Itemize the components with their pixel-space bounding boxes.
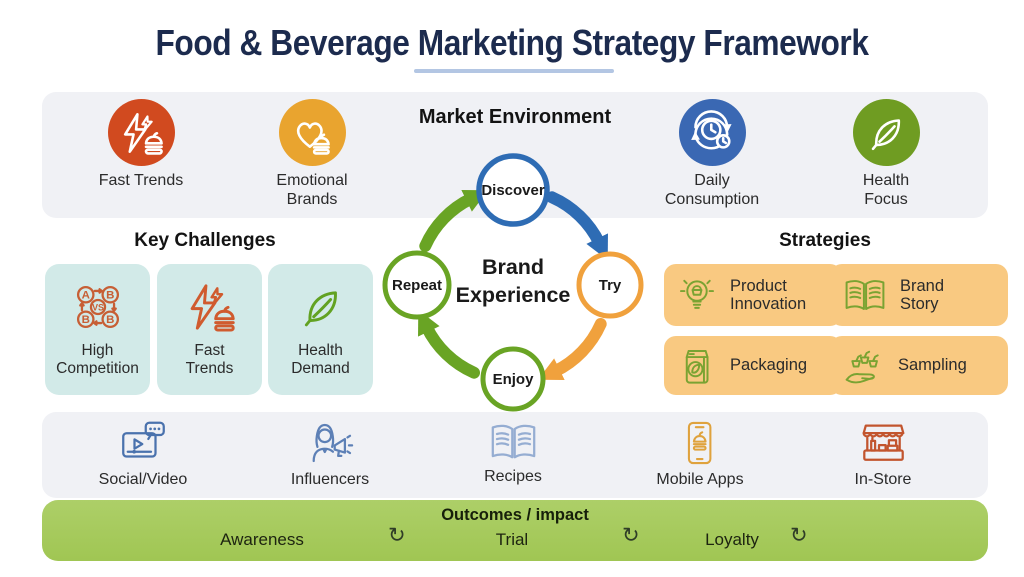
recipes-icon xyxy=(491,424,535,459)
challenge-label: High Competition xyxy=(56,341,139,377)
page-title: Food & Beverage Marketing Strategy Frame… xyxy=(155,22,869,63)
market-item-label: Daily Consumption xyxy=(664,172,760,208)
market-item-label: Emotional Brands xyxy=(276,172,348,208)
channel-social-video: Social/Video xyxy=(73,419,213,490)
health-focus-icon xyxy=(852,99,920,166)
influencers-icon xyxy=(312,423,353,463)
health-demand-icon xyxy=(304,291,337,327)
strategy-label: Product Innovation xyxy=(730,276,807,313)
outcome-awareness: Awareness xyxy=(220,530,304,549)
challenge-health-demand: Health Demand xyxy=(268,264,373,395)
channel-label: Mobile Apps xyxy=(656,471,744,488)
packaging-icon xyxy=(685,349,709,384)
high-competition-icon: A B B BVS xyxy=(76,285,119,328)
strategy-sampling: Sampling xyxy=(830,336,1008,395)
svg-text:B: B xyxy=(106,289,114,301)
challenge-label: Fast Trends xyxy=(185,341,234,377)
market-environment-heading: Market Environment xyxy=(418,106,612,128)
outcome-trial: Trial xyxy=(495,530,529,549)
market-item-label: Health Focus xyxy=(862,172,910,208)
svg-text:A: A xyxy=(81,289,89,301)
arrow-enjoy-to-repeat xyxy=(418,309,480,379)
market-item-daily-consumption: Daily Consumption xyxy=(657,99,767,210)
cycle-node-enjoy xyxy=(480,346,546,412)
cycle-node-label: Discover xyxy=(481,182,545,199)
refresh-icon: ↻ xyxy=(388,523,406,547)
strategy-brand-story: Brand Story xyxy=(830,264,1008,326)
market-item-fast-trends: Fast Trends xyxy=(86,99,196,191)
channel-in-store: In-Store xyxy=(813,419,953,490)
daily-consumption-icon xyxy=(678,99,746,166)
fast-trends-icon xyxy=(107,99,175,166)
brand-experience-label: Brand Experience xyxy=(455,255,571,307)
strategy-label: Sampling xyxy=(898,356,967,375)
arrow-discover-to-try xyxy=(546,191,608,261)
cycle-node-repeat xyxy=(382,250,452,320)
cycle-node-label: Enjoy xyxy=(493,371,534,388)
strategy-product-innovation: Product Innovation xyxy=(664,264,842,326)
cycle-node-discover xyxy=(476,153,550,227)
strategy-label: Packaging xyxy=(730,356,808,375)
market-item-emotional-brands: Emotional Brands xyxy=(257,99,367,210)
svg-text:B: B xyxy=(106,314,114,326)
product-innovation-icon xyxy=(680,279,714,309)
channel-label: Recipes xyxy=(484,468,542,485)
in-store-icon xyxy=(862,424,904,461)
cycle-node-try xyxy=(576,251,644,319)
brand-story-icon xyxy=(845,280,885,310)
channel-label: In-Store xyxy=(854,471,912,488)
emotional-brands-icon xyxy=(278,99,346,166)
brand-experience-cycle: Discover Try Enjoy Repeat xyxy=(382,153,644,412)
channel-label: Influencers xyxy=(290,471,370,488)
strategy-label: Brand Story xyxy=(900,276,945,313)
market-item-label: Fast Trends xyxy=(98,172,184,189)
channel-label: Social/Video xyxy=(98,471,188,488)
channel-mobile-apps: Mobile Apps xyxy=(630,419,770,490)
channel-recipes: Recipes xyxy=(443,419,583,487)
challenge-fast-trends: Fast Trends xyxy=(157,264,262,395)
channel-influencers: Influencers xyxy=(260,419,400,490)
arrow-try-to-enjoy xyxy=(537,318,607,380)
market-item-health-focus: Health Focus xyxy=(831,99,941,210)
strategy-packaging: Packaging xyxy=(664,336,842,395)
outcome-loyalty: Loyalty xyxy=(705,530,759,549)
challenge-label: Health Demand xyxy=(291,341,350,377)
cycle-node-label: Try xyxy=(599,277,622,294)
arrow-repeat-to-discover xyxy=(419,190,489,252)
sampling-icon xyxy=(845,350,879,383)
svg-text:B: B xyxy=(81,314,89,326)
refresh-icon: ↻ xyxy=(790,523,808,547)
outcomes-heading: Outcomes / impact xyxy=(441,506,589,524)
strategies-heading: Strategies xyxy=(779,230,871,251)
outcomes-bar: Outcomes / impact Awareness ↻ Trial ↻ Lo… xyxy=(42,500,988,561)
title-underline xyxy=(414,69,614,73)
cycle-node-label: Repeat xyxy=(392,277,442,294)
social-video-icon xyxy=(121,421,165,458)
svg-text:VS: VS xyxy=(92,302,104,312)
key-challenges-heading: Key Challenges xyxy=(134,230,276,251)
mobile-apps-icon xyxy=(687,421,712,465)
fast-trends-icon xyxy=(190,284,235,332)
refresh-icon: ↻ xyxy=(622,523,640,547)
